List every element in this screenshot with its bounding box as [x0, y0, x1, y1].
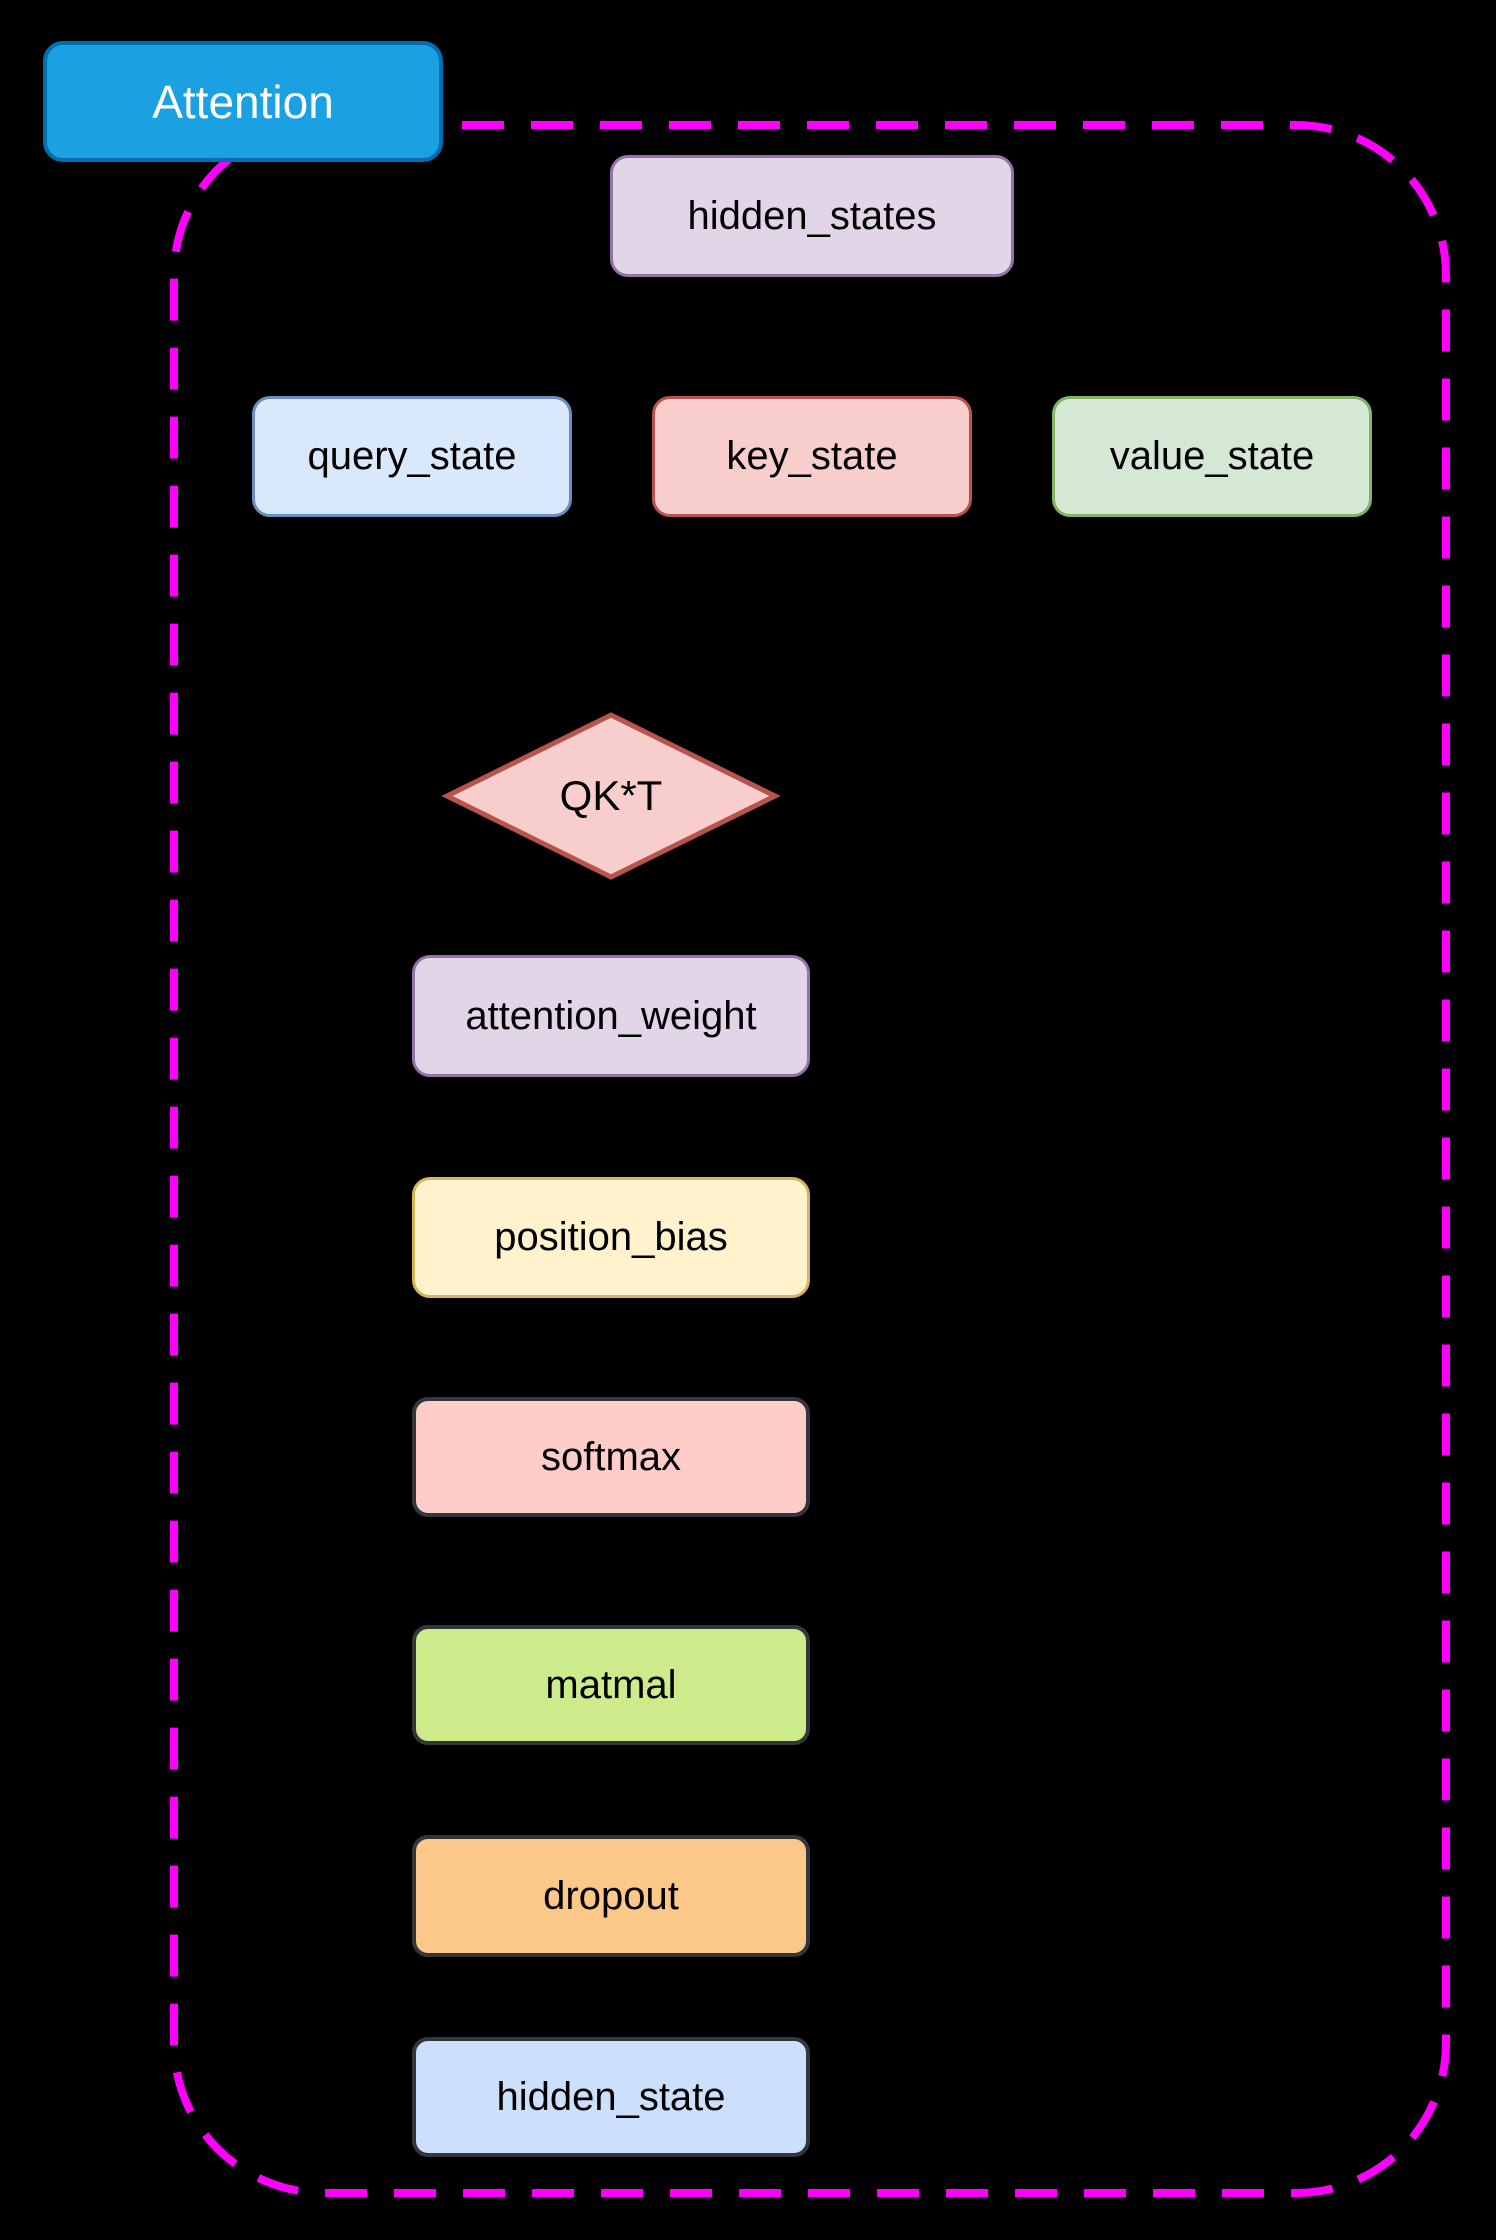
attention-group-dashed-border: [170, 121, 1450, 2197]
node-query-state: query_state: [252, 396, 572, 517]
node-value-state: value_state: [1052, 396, 1372, 517]
attention-title-label: Attention: [152, 75, 334, 128]
node-position-bias: position_bias: [412, 1177, 810, 1298]
node-attention-weight-label: attention_weight: [465, 993, 757, 1038]
node-qkt-label-wrap: QK*T: [447, 715, 775, 877]
node-hidden-state-label: hidden_state: [496, 2074, 726, 2119]
node-softmax: softmax: [412, 1397, 810, 1517]
node-query-state-label: query_state: [307, 434, 517, 478]
node-key-state: key_state: [652, 396, 972, 517]
node-dropout: dropout: [412, 1835, 810, 1957]
qkt-diamond: [441, 712, 781, 880]
node-hidden-states-label: hidden_states: [687, 193, 937, 238]
node-dropout-label: dropout: [543, 1873, 679, 1918]
node-key-state-label: key_state: [726, 434, 898, 478]
node-hidden-states: hidden_states: [610, 155, 1014, 277]
node-matmal: matmal: [412, 1625, 810, 1745]
node-hidden-state: hidden_state: [412, 2037, 810, 2157]
node-position-bias-label: position_bias: [494, 1215, 728, 1259]
node-attention-weight: attention_weight: [412, 955, 810, 1077]
node-matmal-label: matmal: [545, 1662, 677, 1707]
node-qkt-label: QK*T: [559, 772, 663, 819]
node-value-state-label: value_state: [1109, 434, 1315, 478]
node-softmax-label: softmax: [540, 1434, 682, 1479]
node-attention-title: Attention: [43, 41, 443, 162]
